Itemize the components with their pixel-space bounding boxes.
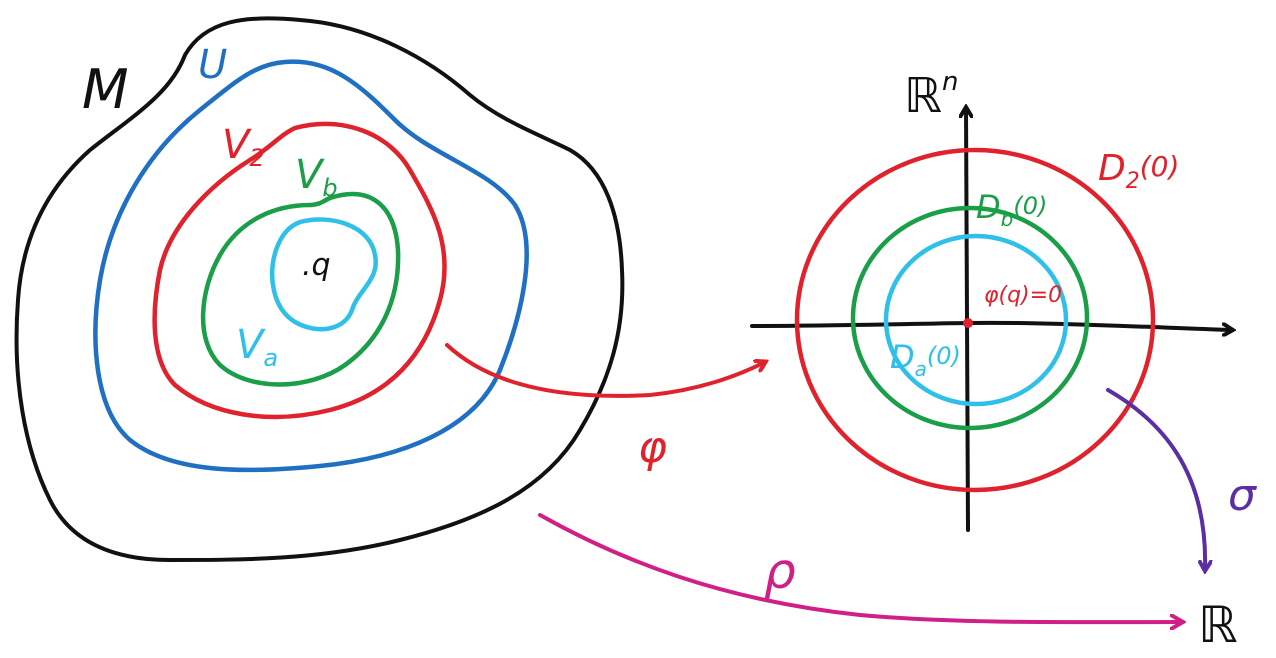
- label-Va: Va: [236, 322, 278, 372]
- set-U-outline: [93, 59, 529, 473]
- label-R: ℝ: [1198, 596, 1238, 654]
- label-M: M: [82, 58, 129, 121]
- label-rho: ρ: [764, 542, 796, 600]
- label-D2: D2(0): [1098, 148, 1179, 194]
- label-U: U: [198, 42, 227, 88]
- set-Vb-outline: [200, 191, 401, 387]
- label-phi-q: φ(q)=0: [984, 283, 1062, 308]
- disk-Db: [850, 205, 1090, 431]
- label-Rn: ℝn: [904, 67, 959, 124]
- disk-D2: [794, 147, 1156, 493]
- label-q: .q: [302, 248, 331, 283]
- label-V2: V2: [222, 122, 265, 172]
- rho-arrow: [538, 513, 1182, 622]
- set-Va-outline: [269, 217, 378, 332]
- label-phi: φ: [638, 422, 667, 473]
- set-V2-outline: [152, 121, 447, 420]
- phi-arrow: [445, 343, 765, 398]
- label-Da: Da(0): [890, 338, 961, 381]
- horizontal-axis: [750, 320, 1232, 330]
- manifold-outline: [14, 16, 625, 562]
- origin-point: [963, 318, 973, 328]
- label-sigma: σ: [1228, 470, 1257, 521]
- label-Vb: Vb: [295, 152, 338, 202]
- sigma-arrow: [1106, 388, 1205, 570]
- disk-Da: [883, 233, 1069, 407]
- label-Db: Db(0): [976, 188, 1047, 231]
